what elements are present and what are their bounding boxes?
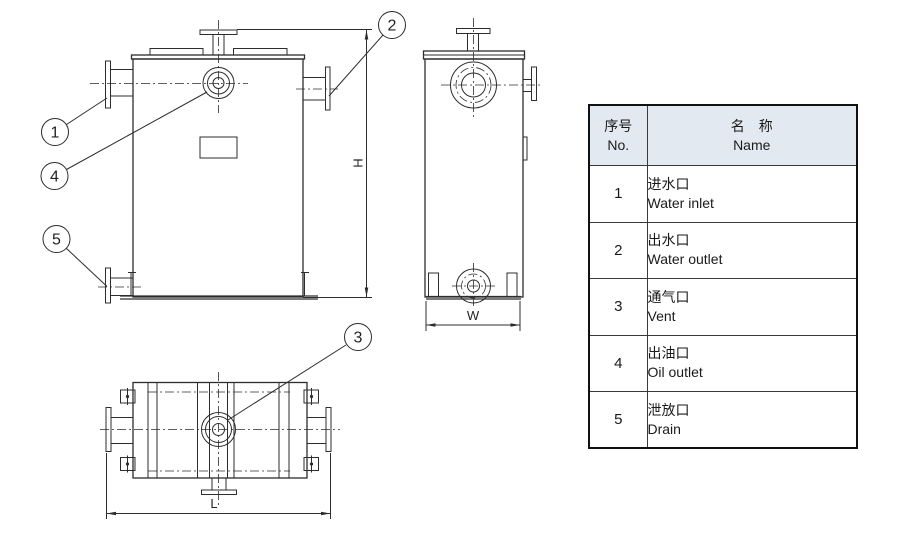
side-nozzle-circle	[450, 61, 497, 109]
width-dimension-label: W	[467, 308, 480, 323]
row-5-number: 5	[588, 391, 648, 449]
row-5-name-en: Drain	[647, 420, 681, 437]
header-no-cn: 序号	[604, 117, 633, 134]
top-body	[132, 381, 308, 479]
drain-nozzle	[105, 267, 133, 304]
water-inlet-nozzle	[105, 60, 133, 109]
length-dimension: L	[106, 453, 331, 519]
row-2-name-cn: 出水口	[647, 232, 690, 249]
front-top-pad-left	[149, 48, 204, 56]
front-body	[132, 58, 304, 298]
header-name-cn: 名 称	[730, 117, 773, 134]
vent-nozzle-front	[199, 29, 238, 55]
row-1-name: 进水口 Water inlet	[646, 165, 858, 223]
top-bottom-pipe	[201, 478, 237, 495]
header-name-cell: 名 称 Name	[646, 104, 858, 166]
table-row: 2 出水口 Water outlet	[588, 221, 858, 279]
row-3-name: 通气口 Vent	[646, 278, 858, 336]
callout-2: 2	[328, 11, 406, 97]
height-dimension: H	[237, 29, 372, 298]
parts-table-header-row: 序号 No. 名 称 Name	[588, 104, 858, 166]
table-row: 4 出油口 Oil outlet	[588, 334, 858, 392]
nameplate-edge	[522, 136, 528, 161]
row-2-number: 2	[588, 221, 648, 279]
table-row: 1 进水口 Water inlet	[588, 165, 858, 223]
row-1-name-cn: 进水口	[647, 175, 690, 192]
side-centerlines	[441, 18, 541, 309]
row-2-name-en: Water outlet	[647, 251, 723, 268]
front-centerlines	[90, 20, 338, 288]
header-no-en: No.	[607, 136, 630, 153]
side-body	[424, 58, 524, 298]
row-5-name: 泄放口 Drain	[646, 391, 858, 449]
top-centerlines	[100, 372, 340, 505]
table-row: 5 泄放口 Drain	[588, 391, 858, 449]
row-3-name-en: Vent	[647, 307, 676, 324]
row-4-name-cn: 出油口	[647, 345, 690, 362]
row-4-name-en: Oil outlet	[647, 364, 703, 381]
row-3-number: 3	[588, 278, 648, 336]
front-base	[120, 272, 318, 300]
row-2-name: 出水口 Water outlet	[646, 221, 858, 279]
front-top-pad-right	[233, 48, 288, 56]
parts-table: 序号 No. 名 称 Name 1 进水口 Water inlet 2	[588, 104, 858, 449]
mounting-pads	[120, 388, 319, 473]
header-name-en: Name	[733, 136, 771, 153]
row-4-name: 出油口 Oil outlet	[646, 334, 858, 392]
width-dimension: W	[425, 301, 521, 331]
callout-3-number: 3	[354, 330, 363, 347]
front-view	[90, 20, 338, 304]
top-interior-lines	[147, 382, 290, 478]
side-view	[422, 18, 541, 309]
header-no-cell: 序号 No.	[588, 104, 648, 166]
top-view	[100, 372, 340, 505]
vent-nozzle-side	[456, 28, 491, 51]
row-5-name-cn: 泄放口	[647, 401, 690, 418]
callout-5-number: 5	[52, 232, 61, 249]
callout-2-number: 2	[388, 18, 397, 35]
row-4-number: 4	[588, 334, 648, 392]
row-1-number: 1	[588, 165, 648, 223]
callout-5: 5	[42, 225, 108, 287]
callout-1-number: 1	[51, 125, 60, 142]
callout-4: 4	[40, 91, 208, 190]
table-row: 3 通气口 Vent	[588, 278, 858, 336]
row-1-name-en: Water inlet	[647, 194, 714, 211]
callout-4-number: 4	[50, 169, 59, 186]
length-dimension-label: L	[210, 496, 217, 511]
nameplate	[199, 136, 238, 159]
callout-1: 1	[41, 97, 108, 146]
height-dimension-label: H	[351, 158, 366, 167]
side-right-nozzle	[523, 66, 537, 101]
row-3-name-cn: 通气口	[647, 288, 690, 305]
callout-3: 3	[227, 323, 372, 421]
water-outlet-nozzle	[303, 66, 331, 111]
